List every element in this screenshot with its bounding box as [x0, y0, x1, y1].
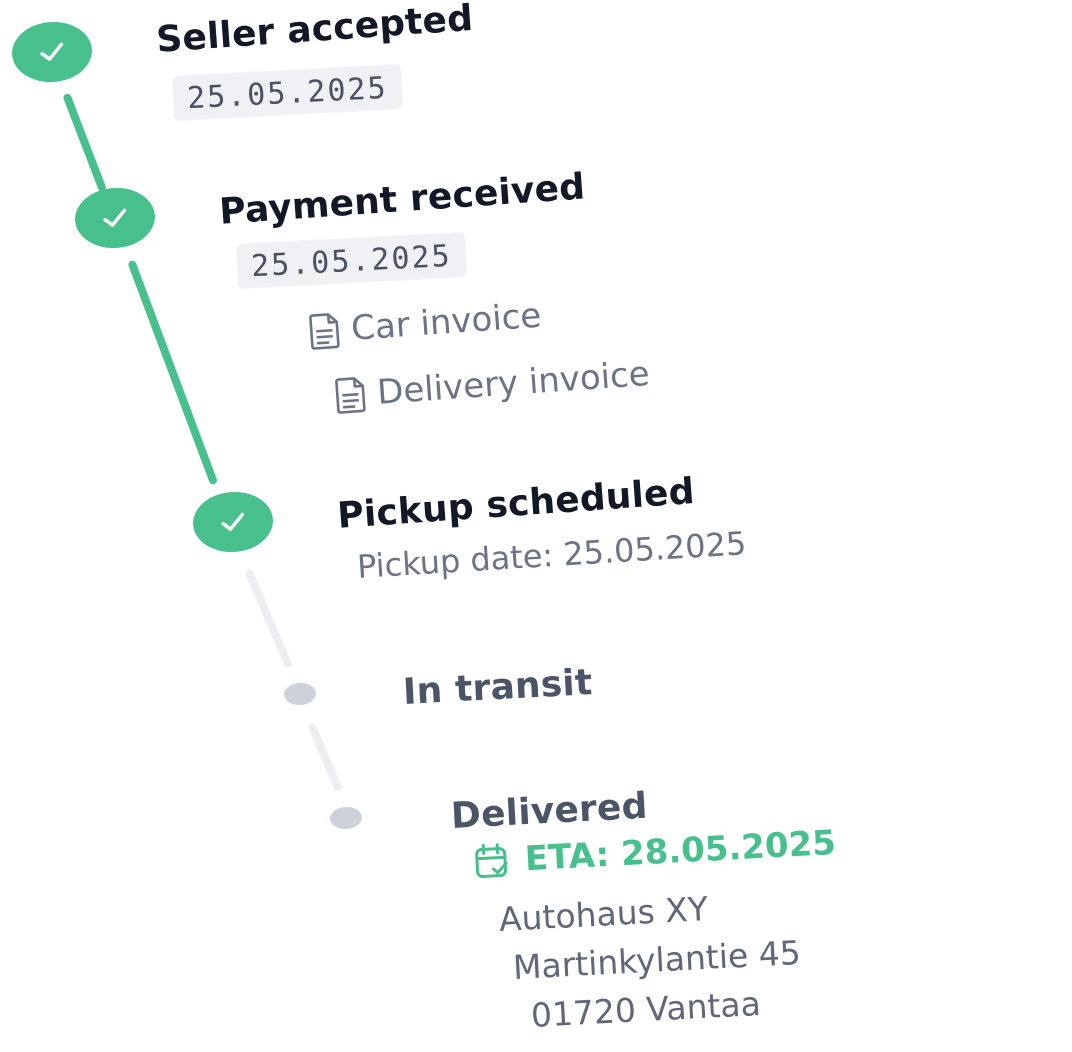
- step-payment-received: Payment received: [218, 166, 586, 232]
- step-delivered: Delivered: [450, 786, 648, 837]
- pending-dot: [329, 805, 363, 831]
- step-date: 25.05.2025: [236, 232, 467, 289]
- timeline-connector-2: [127, 259, 219, 486]
- calendar-check-icon: [475, 843, 508, 878]
- document-link-label[interactable]: Delivery invoice: [375, 353, 651, 413]
- step-title: Payment received: [218, 166, 587, 233]
- delivery-address-line-1: Autohaus XY: [498, 889, 709, 939]
- step-title: Seller accepted: [155, 0, 475, 61]
- document-icon: [309, 313, 340, 350]
- step-marker-pickup-scheduled: [191, 489, 275, 555]
- step-in-transit: In transit: [402, 662, 593, 713]
- step-marker-in-transit: [263, 662, 337, 726]
- step-date-container: 25.05.2025: [172, 64, 403, 121]
- delivery-address-line-3: 01720 Vantaa: [530, 983, 762, 1035]
- step-seller-accepted: Seller accepted: [155, 0, 474, 61]
- step-marker-delivered: [309, 786, 383, 850]
- check-icon: [103, 208, 127, 227]
- eta-text: ETA: 28.05.2025: [523, 822, 837, 880]
- timeline-connector-3: [244, 568, 295, 673]
- step-title: In transit: [402, 662, 594, 713]
- step-date: 25.05.2025: [172, 64, 403, 121]
- step-title: Delivered: [450, 785, 649, 837]
- step-marker-payment-received: [73, 185, 157, 251]
- delivery-address-line-3-container: 01720 Vantaa: [530, 984, 762, 1035]
- step-marker-seller-accepted: [10, 19, 94, 85]
- delivery-address-line-2-container: Martinkylantie 45: [512, 933, 802, 987]
- delivery-address-line-1-container: Autohaus XY: [498, 889, 709, 939]
- step-date-container: 25.05.2025: [236, 232, 467, 289]
- pickup-date-text: Pickup date: 25.05.2025: [356, 524, 748, 586]
- check-icon: [40, 42, 64, 61]
- step-pickup-scheduled: Pickup scheduled: [336, 471, 696, 537]
- document-link-delivery-invoice[interactable]: Delivery invoice: [332, 354, 651, 416]
- pending-dot: [283, 681, 317, 707]
- delivery-address-line-2: Martinkylantie 45: [512, 932, 802, 987]
- check-icon: [221, 512, 245, 531]
- document-icon: [335, 377, 366, 414]
- document-link-label[interactable]: Car invoice: [349, 295, 543, 349]
- step-detail-container: Pickup date: 25.05.2025: [356, 524, 747, 586]
- eta-row: ETA: 28.05.2025: [472, 823, 837, 882]
- document-link-car-invoice[interactable]: Car invoice: [306, 296, 543, 352]
- timeline-connector-1: [62, 92, 108, 193]
- step-title: Pickup scheduled: [336, 471, 696, 537]
